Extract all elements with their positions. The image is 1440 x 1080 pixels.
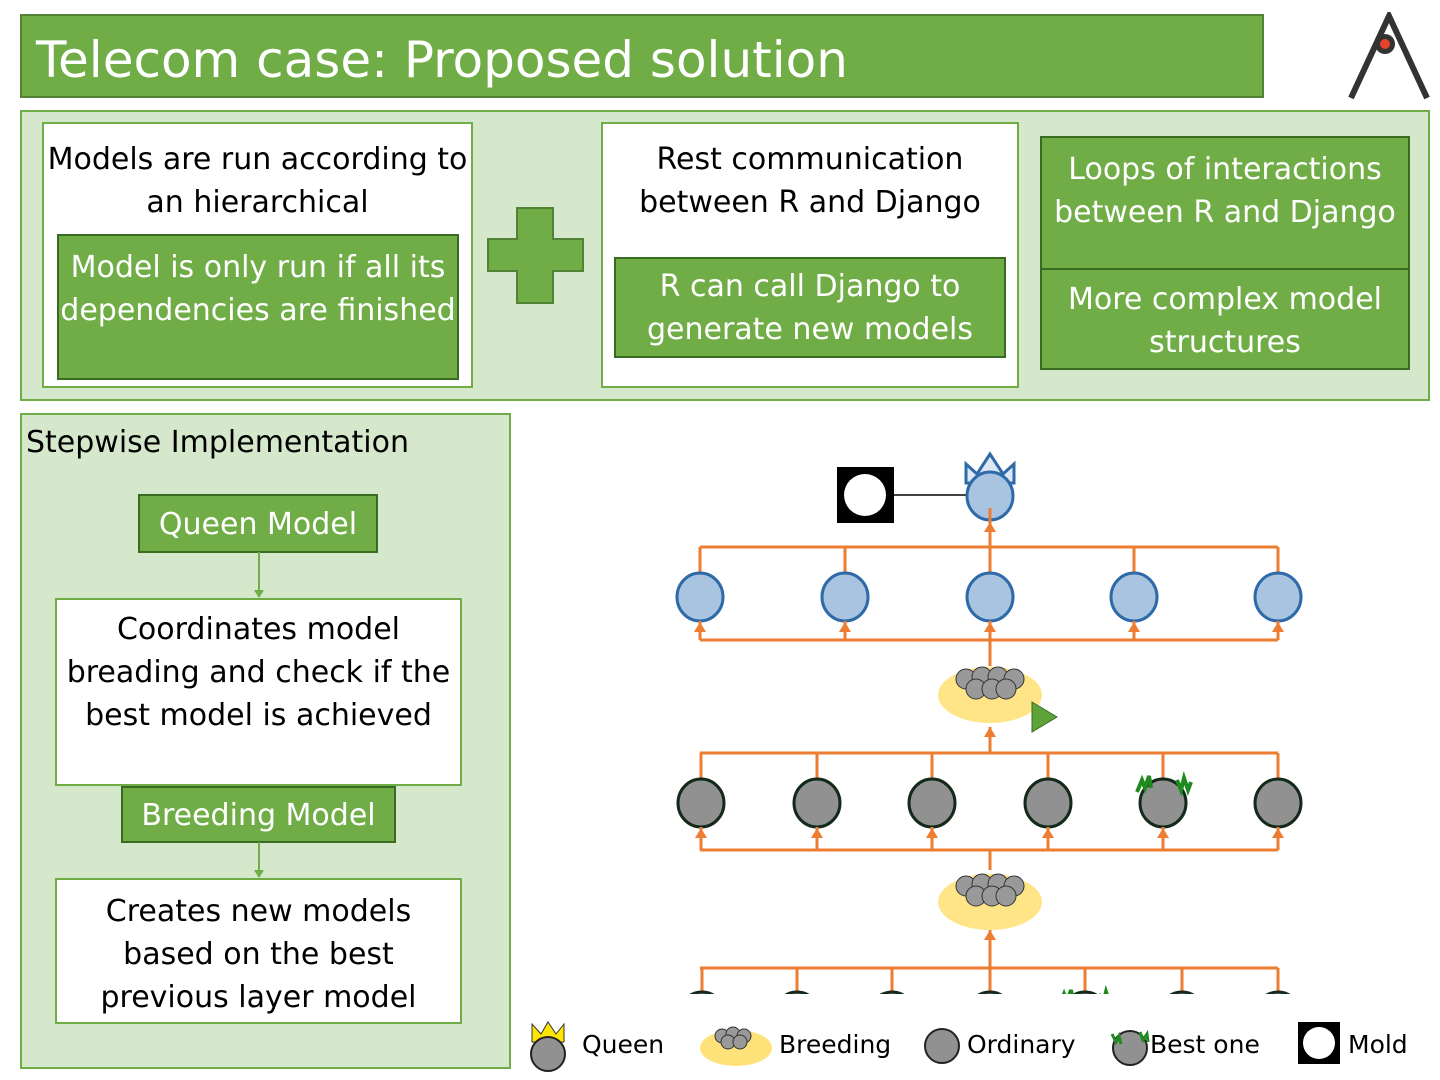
arrow-head [984, 522, 996, 532]
breeding-nest-icon [700, 1026, 772, 1066]
model-node [1109, 571, 1159, 623]
rest-text: Rest communication between R and Django [639, 142, 981, 220]
arrow-head [984, 622, 996, 632]
model-node [907, 777, 957, 829]
complex-structures-box: More complex model structures [1040, 268, 1410, 370]
arrow-head [1157, 828, 1169, 838]
model-node [820, 571, 870, 623]
flow-arrows [254, 552, 264, 878]
breeding-model-label: Breeding Model [121, 786, 396, 843]
best-egg-icon [1110, 1029, 1150, 1066]
hierarchy-text: Models are run according to an hierarchi… [47, 142, 468, 220]
plus-icon [487, 207, 584, 304]
arrow-head [984, 727, 996, 737]
arrow-head [926, 828, 938, 838]
nest-egg [995, 678, 1017, 700]
queen-icon [530, 1021, 566, 1072]
arrow-head [839, 622, 851, 632]
arrow-head [984, 930, 996, 940]
queen-description: Coordinates model breading and check if … [55, 598, 462, 786]
legend-queen: Queen [582, 1030, 665, 1059]
arrow-head [695, 828, 707, 838]
best-one-grass [1135, 770, 1193, 797]
legend-mold: Mold [1348, 1030, 1408, 1059]
queen-model-label: Queen Model [138, 494, 378, 553]
arrow-head [1272, 622, 1284, 632]
slide-title: Telecom case: Proposed solution [20, 14, 1264, 98]
model-tree-diagram [520, 451, 1420, 1000]
legend-ordinary: Ordinary [967, 1030, 1076, 1059]
ordinary-egg-icon [924, 1028, 960, 1064]
nest-egg [995, 885, 1017, 907]
model-node [675, 571, 725, 623]
legend: Queen Breeding Ordinary Best one Mold [520, 1018, 1430, 1074]
arrow-head [811, 828, 823, 838]
play-icon [1031, 701, 1058, 733]
stepwise-heading: Stepwise Implementation [26, 425, 410, 460]
model-node [1023, 777, 1073, 829]
legend-breeding: Breeding [779, 1030, 892, 1059]
loops-box: Loops of interactions between R and Djan… [1040, 136, 1410, 270]
dependency-note: Model is only run if all its dependencie… [57, 234, 459, 380]
mold-icon [1298, 1022, 1340, 1064]
arrow-head [1128, 622, 1140, 632]
arrow-head [1272, 828, 1284, 838]
legend-best-one: Best one [1150, 1030, 1260, 1059]
model-node [965, 571, 1015, 623]
logo-icon [1348, 12, 1430, 100]
model-node [1253, 777, 1303, 829]
model-node [792, 777, 842, 829]
mold-circle [844, 474, 886, 516]
arrow-head [1042, 828, 1054, 838]
r-django-note: R can call Django to generate new models [614, 257, 1006, 358]
model-node [676, 777, 726, 829]
model-node [1253, 571, 1303, 623]
breeding-description: Creates new models based on the best pre… [55, 878, 462, 1024]
arrow-head [694, 622, 706, 632]
clip-mask [520, 994, 1420, 1000]
